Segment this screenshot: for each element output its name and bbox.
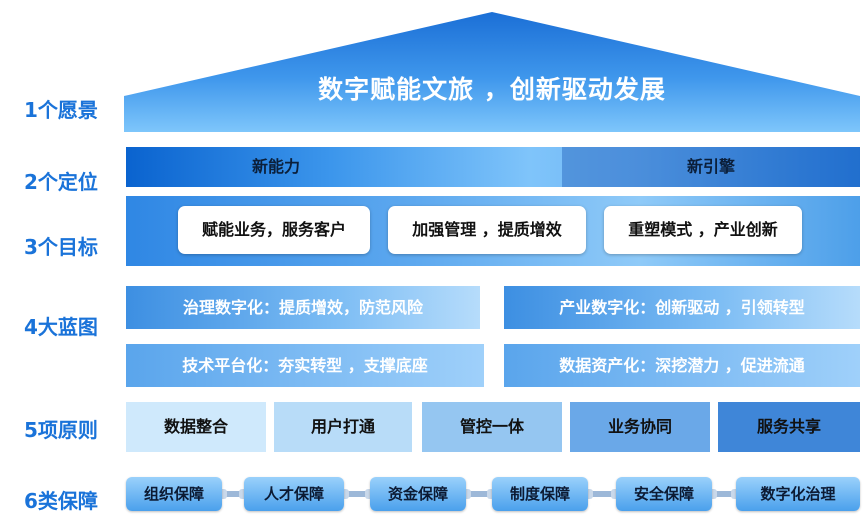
guarantee-box: 组织保障	[126, 477, 222, 511]
principle-box: 用户打通	[274, 402, 412, 452]
positioning-row-label: 2个定位	[24, 170, 98, 194]
guarantee-box: 安全保障	[616, 477, 712, 511]
guarantees-row-label: 6类保障	[24, 489, 98, 513]
positioning-new-engine: 新引擎	[562, 147, 860, 187]
positioning-band: 新能力 新引擎	[126, 147, 860, 187]
guarantee-box: 人才保障	[244, 477, 344, 511]
blueprint-box: 数据资产化：深挖潜力 ，促进流通	[504, 344, 860, 387]
goal-box: 赋能业务，服务客户	[178, 206, 370, 254]
chain-link	[585, 489, 619, 499]
principles-row-label: 5项原则	[24, 418, 98, 442]
positioning-new-capability: 新能力	[251, 157, 300, 176]
vision-statement: 数字赋能文旅 ，创新驱动发展	[318, 75, 666, 104]
goal-box: 加强管理 ，提质增效	[388, 206, 586, 254]
vision-roof	[124, 12, 860, 132]
blueprint-box: 技术平台化：夯实转型 ，支撑底座	[126, 344, 484, 387]
chain-link	[463, 489, 495, 499]
chain-link	[709, 489, 739, 499]
chain-link	[219, 489, 247, 499]
guarantee-box: 资金保障	[370, 477, 466, 511]
blueprint-box: 治理数字化：提质增效，防范风险	[126, 286, 480, 329]
chain-link	[341, 489, 373, 499]
blueprint-box: 产业数字化：创新驱动 ，引领转型	[504, 286, 860, 329]
goal-box: 重塑模式 ，产业创新	[604, 206, 802, 254]
principle-box: 数据整合	[126, 402, 266, 452]
goals-band: 赋能业务，服务客户 加强管理 ，提质增效 重塑模式 ，产业创新	[126, 196, 860, 266]
guarantee-box: 制度保障	[492, 477, 588, 511]
guarantee-box: 数字化治理	[736, 477, 860, 511]
principle-box: 服务共享	[718, 402, 860, 452]
goals-row-label: 3个目标	[24, 235, 98, 259]
principle-box: 管控一体	[422, 402, 562, 452]
principle-box: 业务协同	[570, 402, 710, 452]
blueprints-row-label: 4大蓝图	[24, 315, 98, 339]
vision-row-label: 1个愿景	[24, 98, 98, 122]
